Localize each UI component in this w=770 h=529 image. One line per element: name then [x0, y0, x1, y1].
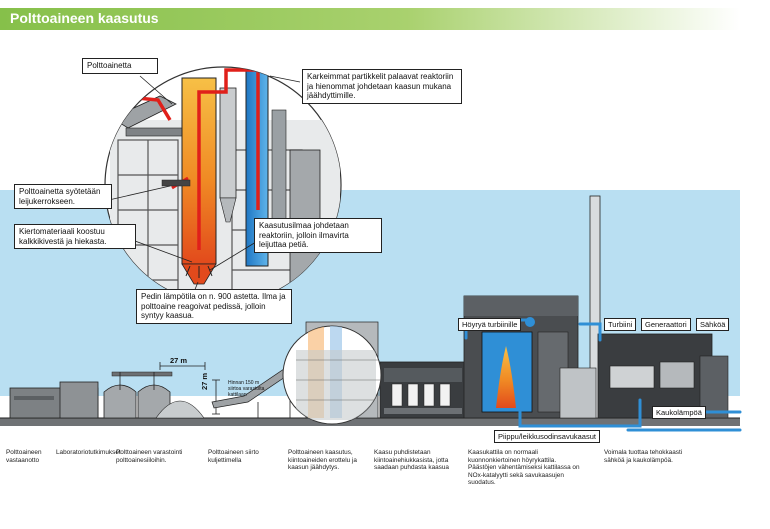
caption-fuel-transfer: Polttoaineen siirto kuljettimella	[208, 449, 259, 464]
label-district-heat: Kaukolämpöä	[652, 406, 706, 419]
caption-fuel-storage: Polttoaineen varastointi polttoainesiilo…	[116, 449, 183, 464]
label-flue-gas: Piippu/leikkusodinsavukaasut	[494, 430, 600, 443]
reception-building	[9, 381, 99, 419]
ground	[0, 418, 740, 426]
caption-gas-cleaning: Kaasu puhdistetaan kiintoainehiukkasista…	[374, 449, 449, 472]
dimension-height: 27 m	[200, 372, 209, 390]
dimension-lines	[159, 362, 220, 415]
caption-laboratory: Laboratoriotutkimukset	[56, 449, 121, 456]
title-bar: Polttoaineen kaasutus	[0, 8, 740, 30]
label-turbine: Turbiini	[604, 318, 637, 331]
inset-circle-large	[104, 66, 342, 304]
caption-gas-boiler: Kaasukattila on normaali kuonnonkiertoin…	[468, 449, 580, 487]
boiler-house	[463, 295, 579, 419]
storage-silos	[103, 371, 205, 419]
callout-gasification-air: Kaasutusilmaa johdetaan reaktoriin, joll…	[254, 218, 382, 253]
caption-gasification: Polttoaineen kaasutus, kiintoaineiden er…	[288, 449, 357, 472]
label-steam-to-turbine: Höyryä turbiinille	[458, 318, 522, 331]
callout-fuel-feed: Polttoainetta syötetään leijukerrokseen.	[14, 184, 112, 209]
callout-particle-return: Karkeimmat partikkelit palaavat reaktori…	[302, 69, 462, 104]
caption-fuel-reception: Polttoaineen vastaanotto	[6, 449, 42, 464]
callout-circulating-material: Kiertomateriaali koostuu kalkkikivestä j…	[14, 224, 136, 249]
callout-bed-temperature: Pedin lämpötila on n. 900 astetta. Ilma …	[136, 289, 292, 324]
caption-power-plant: Voimala tuottaa tehokkaasti sähköä ja ka…	[604, 449, 683, 464]
label-electricity: Sähköä	[696, 318, 730, 331]
inset-circle-small	[282, 325, 382, 425]
label-generator: Generaattori	[641, 318, 691, 331]
callout-fuel: Polttoainetta	[82, 58, 158, 74]
conveyor-length-note: Hinnan 150 m siirtoa varastolta kattilaa…	[228, 380, 265, 398]
dimension-width: 27 m	[170, 356, 188, 365]
page-title: Polttoaineen kaasutus	[10, 10, 159, 26]
gas-flow-path	[197, 68, 260, 250]
turbine-hall	[597, 333, 729, 419]
gas-cleaning-building	[379, 361, 467, 419]
chimney	[559, 195, 601, 419]
